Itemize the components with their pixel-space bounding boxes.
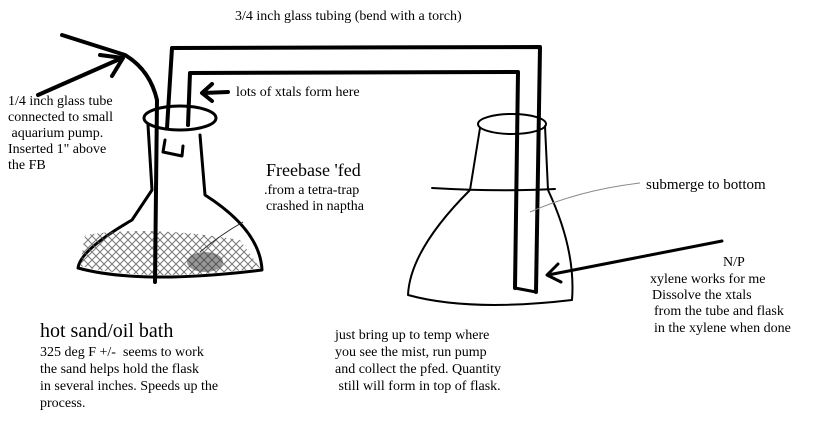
np-note-1: xylene works for me	[650, 272, 766, 287]
np-note-3: from the tube and flask	[654, 304, 784, 319]
tubing-label: 3/4 inch glass tubing (bend with a torch…	[235, 9, 462, 24]
xtals-label: lots of xtals form here	[236, 85, 360, 100]
bath-note-2: the sand helps hold the flask	[40, 362, 200, 377]
bath-note-3: in several inches. Speeds up the	[40, 379, 219, 394]
freebase-note-2: crashed in naptha	[266, 199, 364, 214]
procedure-2: you see the mist, run pump	[335, 345, 487, 360]
np-title: N/P	[723, 255, 745, 270]
freebase-residue	[80, 231, 260, 276]
bath-title: hot sand/oil bath	[40, 320, 174, 342]
procedure-4: still will form in top of flask.	[335, 379, 501, 394]
pump-tube	[60, 33, 159, 284]
glass-tubing-inner	[186, 70, 520, 290]
np-note-4: in the xylene when done	[654, 321, 791, 336]
xtals-arrow	[200, 82, 230, 103]
np-note-2: Dissolve the xtals	[652, 288, 752, 303]
freebase-note-1: .from a tetra-trap	[264, 183, 360, 198]
procedure-1: just bring up to temp where	[335, 328, 490, 343]
procedure-3: and collect the pfed. Quantity	[335, 362, 501, 377]
glass-tubing-outer	[165, 45, 542, 294]
submerge-pointer	[529, 182, 641, 213]
np-arrow	[545, 239, 724, 284]
bath-note-1: 325 deg F +/- seems to work	[40, 345, 204, 360]
right-flask	[407, 113, 574, 306]
submerge-label: submerge to bottom	[646, 177, 766, 193]
tube-bend	[161, 138, 185, 158]
freebase-pointer	[199, 221, 244, 253]
freebase-title: Freebase 'fed	[266, 160, 361, 180]
pump-arrow	[36, 53, 125, 97]
bath-note-4: process.	[40, 396, 86, 411]
